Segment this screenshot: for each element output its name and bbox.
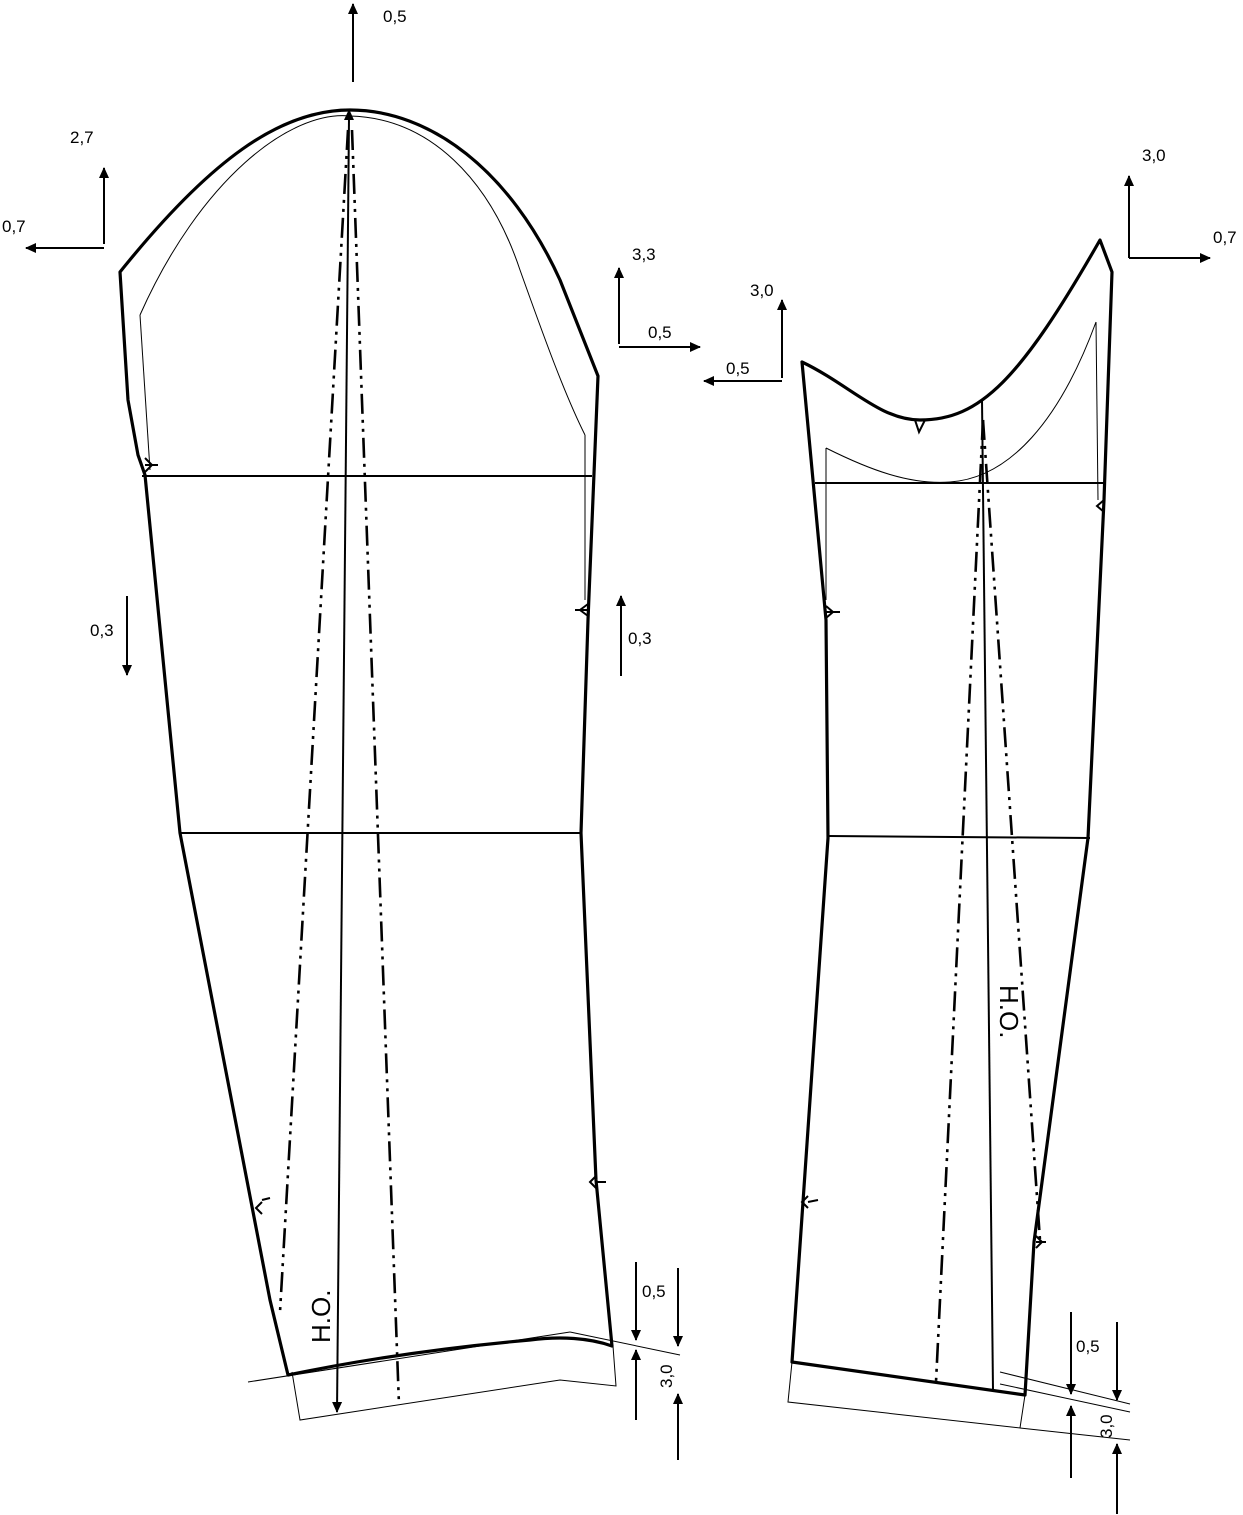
label-under-top-right-right: 0,7 (1213, 228, 1237, 247)
under-hem-guide-1 (999, 1371, 1131, 1405)
under-grain-line (981, 399, 994, 1391)
upper-shift-arrows: 0,5 2,7 0,7 3,3 0,5 0,3 0,3 0,5 3,0 (2, 3, 701, 1460)
upper-dashdot-left (278, 129, 350, 1313)
under-grain-label: Н.О. (994, 985, 1024, 1038)
label-side-right-up: 0,3 (628, 629, 652, 648)
upper-sleeve: Н.О. (118, 108, 681, 1421)
under-notch-right-top (1095, 499, 1105, 513)
upper-original-left-side (139, 314, 151, 471)
under-notch-right-low (1035, 1235, 1046, 1249)
label-side-left-down: 0,3 (90, 621, 114, 640)
label-top-up: 0,5 (383, 7, 407, 26)
upper-notch-right-low (588, 1175, 606, 1189)
under-original-cap (825, 321, 1097, 483)
label-under-bottom-b: 3,0 (1097, 1414, 1116, 1438)
upper-grain-label: Н.О. (306, 1290, 336, 1343)
label-under-top-left-up: 3,0 (750, 281, 774, 300)
under-dashdot-left (934, 419, 985, 1383)
upper-sleeve-outline (118, 108, 614, 1377)
upper-dashdot-right (350, 129, 401, 1406)
label-bottom-b: 3,0 (657, 1364, 676, 1388)
under-notch-top (914, 419, 926, 435)
under-hem-guide-2 (999, 1383, 1131, 1413)
upper-original-cap (139, 115, 586, 436)
label-top-left-left: 0,7 (2, 217, 26, 236)
under-dashdot-right (981, 419, 1042, 1241)
under-elbow-line (827, 835, 1091, 839)
label-under-top-left-left: 0,5 (726, 359, 750, 378)
upper-grain-line (332, 109, 354, 1413)
upper-hem-extension (291, 1345, 617, 1421)
upper-notch-left-top (144, 457, 158, 473)
upper-notch-right-mid (575, 603, 589, 617)
under-notch-left-mid (825, 605, 840, 619)
under-shift-arrows: 3,0 0,5 3,0 0,7 0,5 3,0 (703, 146, 1237, 1514)
label-top-left-up: 2,7 (70, 128, 94, 147)
upper-notch-left-low (254, 1197, 271, 1215)
label-right-right: 0,5 (648, 323, 672, 342)
under-hem-guide-3 (1019, 1427, 1131, 1441)
under-original-right (1095, 321, 1099, 501)
under-sleeve: Н.О. (787, 238, 1131, 1441)
under-sleeve-outline (790, 238, 1114, 1397)
label-under-bottom-a: 0,5 (1076, 1337, 1100, 1356)
label-right-up: 3,3 (632, 245, 656, 264)
upper-hem-guide-2 (569, 1331, 681, 1356)
label-under-top-right-up: 3,0 (1142, 146, 1166, 165)
label-bottom-a: 0,5 (642, 1282, 666, 1301)
upper-hem-guide-1 (247, 1331, 571, 1383)
under-hem-extension (787, 1361, 1026, 1429)
under-notch-left-low (800, 1195, 819, 1209)
